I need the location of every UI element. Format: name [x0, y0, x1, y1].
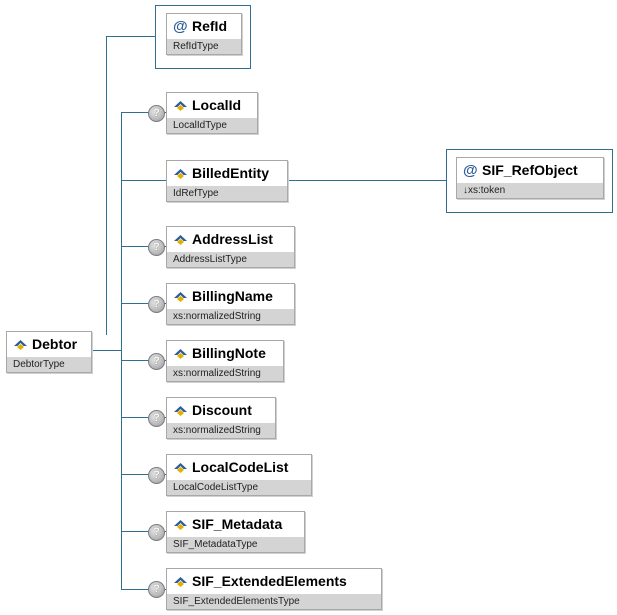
element-icon [174, 348, 187, 359]
element-icon [14, 339, 27, 350]
attribute-node-refid[interactable]: @ RefId RefIdType [166, 13, 242, 55]
optional-icon: ? [148, 524, 165, 541]
element-icon [174, 234, 187, 245]
node-name: SIF_ExtendedElements [192, 573, 347, 589]
child-node-billingnote[interactable]: BillingNote xs:normalizedString [166, 340, 284, 382]
node-name: Discount [192, 402, 252, 418]
optional-icon: ? [148, 239, 165, 256]
element-icon [174, 405, 187, 416]
node-type: LocalIdType [167, 118, 257, 133]
node-name: LocalId [192, 97, 242, 113]
child-node-sif-extendedelements[interactable]: SIF_ExtendedElements SIF_ExtendedElement… [166, 568, 382, 610]
node-type: ↓xs:token [457, 183, 603, 198]
node-name: BillingName [192, 288, 273, 304]
node-name: SIF_Metadata [192, 516, 283, 532]
element-icon [174, 100, 187, 111]
connector-root-attribute [106, 36, 156, 335]
node-type: xs:normalizedString [167, 423, 275, 438]
child-node-sif-metadata[interactable]: SIF_Metadata SIF_MetadataType [166, 511, 305, 553]
node-type: RefIdType [167, 39, 241, 54]
element-icon [174, 168, 187, 179]
optional-icon: ? [148, 353, 165, 370]
element-icon [174, 291, 187, 302]
node-type: IdRefType [167, 186, 287, 201]
node-name: RefId [192, 18, 227, 34]
child-node-billingname[interactable]: BillingName xs:normalizedString [166, 283, 295, 325]
element-icon [174, 576, 187, 587]
optional-icon: ? [148, 105, 165, 122]
root-node-debtor[interactable]: Debtor DebtorType [6, 331, 92, 373]
node-type: xs:normalizedString [167, 366, 283, 381]
node-name: AddressList [192, 231, 273, 247]
node-name: LocalCodeList [192, 459, 289, 475]
element-icon [174, 519, 187, 530]
optional-icon: ? [148, 581, 165, 598]
node-type: AddressListType [167, 252, 294, 267]
billedentity-attribute-frame [446, 149, 613, 213]
child-node-addresslist[interactable]: AddressList AddressListType [166, 226, 295, 268]
optional-icon: ? [148, 296, 165, 313]
child-node-discount[interactable]: Discount xs:normalizedString [166, 397, 276, 439]
node-type: SIF_MetadataType [167, 537, 304, 552]
node-type: xs:normalizedString [167, 309, 294, 324]
element-icon [174, 462, 187, 473]
attribute-icon: @ [173, 17, 188, 35]
attribute-group-frame [155, 5, 251, 69]
node-name: BillingNote [192, 345, 266, 361]
child-node-localcodelist[interactable]: LocalCodeList LocalCodeListType [166, 454, 312, 496]
child-node-billedentity[interactable]: BilledEntity IdRefType [166, 160, 288, 202]
child-node-localid[interactable]: LocalId LocalIdType [166, 92, 258, 134]
optional-icon: ? [148, 467, 165, 484]
optional-icon: ? [148, 410, 165, 427]
attribute-node-sif-refobject[interactable]: @ SIF_RefObject ↓xs:token [456, 157, 604, 199]
node-type: LocalCodeListType [167, 480, 311, 495]
node-type: DebtorType [7, 357, 91, 372]
node-type: SIF_ExtendedElementsType [167, 594, 381, 609]
node-name: SIF_RefObject [482, 162, 578, 178]
node-name: BilledEntity [192, 165, 270, 181]
node-name: Debtor [32, 336, 78, 352]
attribute-icon: @ [463, 161, 478, 179]
